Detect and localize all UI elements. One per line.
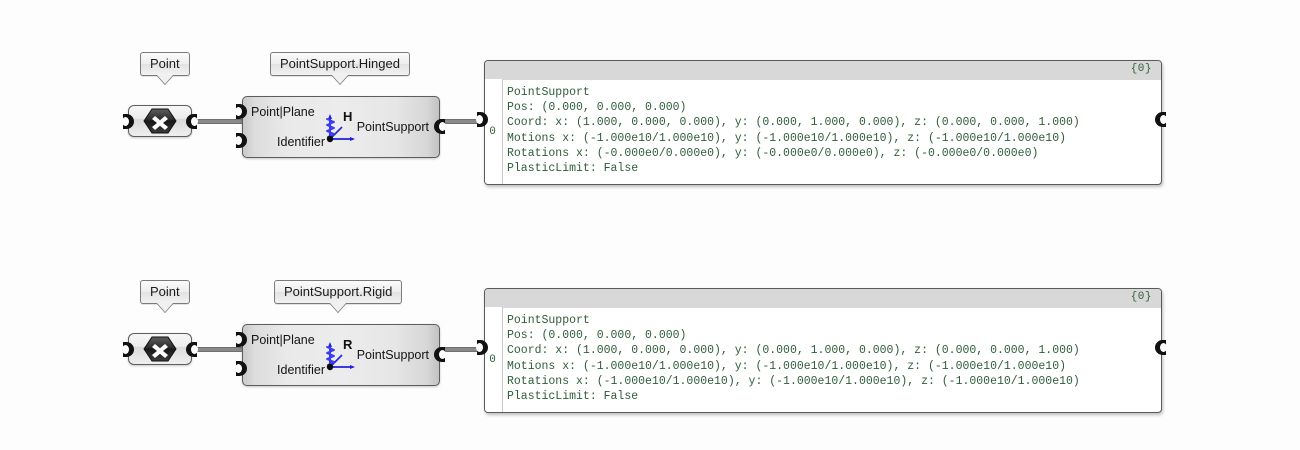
panel-text-body: PointSupport Pos: (0.000, 0.000, 0.000) … bbox=[507, 307, 1157, 412]
input-label-identifier: Identifier bbox=[277, 134, 325, 149]
panel-line: Pos: (0.000, 0.000, 0.000) bbox=[507, 101, 687, 115]
component-output-port-pointsupport[interactable] bbox=[434, 119, 446, 134]
component-label-hinged: PointSupport.Hinged bbox=[270, 52, 410, 85]
point-param-output-port[interactable] bbox=[186, 114, 198, 129]
point-param-input-port[interactable] bbox=[122, 342, 134, 357]
panel-output-port[interactable] bbox=[1155, 112, 1167, 127]
wire-point-to-component[interactable] bbox=[190, 347, 242, 352]
point-param-label: Point bbox=[140, 280, 190, 313]
panel-line: PlasticLimit: False bbox=[507, 390, 639, 404]
definition-row-hinged: Point PointSupport.Hinged bbox=[0, 0, 1300, 210]
panel-line: PlasticLimit: False bbox=[507, 162, 639, 176]
panel-line: Coord: x: (1.000, 0.000, 0.000), y: (0.0… bbox=[507, 344, 1080, 358]
rigid-support-icon: R bbox=[323, 337, 357, 373]
input-label-point-plane: Point|Plane bbox=[251, 332, 315, 347]
component-input-port-identifier[interactable] bbox=[235, 133, 247, 148]
point-param-label-text: Point bbox=[150, 284, 180, 299]
panel-gutter: 0 bbox=[485, 79, 503, 184]
svg-text:R: R bbox=[343, 337, 353, 352]
panel-line: Pos: (0.000, 0.000, 0.000) bbox=[507, 329, 687, 343]
panel-row-index: 0 bbox=[489, 125, 496, 138]
panel-count-badge: {0} bbox=[1130, 63, 1152, 75]
point-param-component[interactable] bbox=[122, 333, 198, 365]
balloon-tail bbox=[156, 303, 173, 312]
component-input-port-identifier[interactable] bbox=[235, 361, 247, 376]
balloon-tail bbox=[331, 75, 348, 84]
hexagon-x-icon bbox=[143, 108, 177, 134]
wire-point-to-component[interactable] bbox=[190, 119, 242, 124]
balloon-tail bbox=[330, 303, 347, 312]
component-label-rigid-text: PointSupport.Rigid bbox=[284, 284, 393, 299]
point-param-output-port[interactable] bbox=[186, 342, 198, 357]
panel-line: Motions x: (-1.000e10/1.000e10), y: (-1.… bbox=[507, 131, 1066, 145]
definition-row-rigid: Point PointSupport.Rigid bbox=[0, 228, 1300, 438]
component-output-port-pointsupport[interactable] bbox=[434, 347, 446, 362]
balloon-tail bbox=[156, 75, 173, 84]
point-param-label: Point bbox=[140, 52, 190, 85]
panel-text-body: PointSupport Pos: (0.000, 0.000, 0.000) … bbox=[507, 79, 1157, 184]
point-param-label-text: Point bbox=[150, 56, 180, 71]
output-label-pointsupport: PointSupport bbox=[356, 120, 429, 134]
point-support-component-rigid[interactable]: Point|Plane Identifier R PointSupport bbox=[235, 324, 446, 386]
point-param-input-port[interactable] bbox=[122, 114, 134, 129]
component-input-port-point-plane[interactable] bbox=[235, 104, 247, 119]
panel-gutter: 0 bbox=[485, 307, 503, 412]
output-panel-rigid[interactable]: {0} 0 PointSupport Pos: (0.000, 0.000, 0… bbox=[484, 288, 1162, 413]
panel-input-port[interactable] bbox=[476, 112, 488, 127]
panel-line: PointSupport bbox=[507, 86, 590, 99]
wire-component-to-panel[interactable] bbox=[437, 347, 489, 352]
panel-line: Rotations x: (-1.000e10/1.000e10), y: (-… bbox=[507, 374, 1080, 388]
input-label-point-plane: Point|Plane bbox=[251, 104, 315, 119]
input-label-identifier: Identifier bbox=[277, 362, 325, 377]
panel-output-port[interactable] bbox=[1155, 340, 1167, 355]
output-label-pointsupport: PointSupport bbox=[356, 348, 429, 362]
panel-header: {0} bbox=[485, 289, 1161, 308]
component-input-labels: Point|Plane Identifier bbox=[251, 97, 325, 157]
component-label-rigid: PointSupport.Rigid bbox=[274, 280, 403, 313]
panel-line: Rotations x: (-0.000e0/0.000e0), y: (-0.… bbox=[507, 146, 1039, 160]
wire-component-to-panel[interactable] bbox=[437, 119, 489, 124]
panel-input-port[interactable] bbox=[476, 340, 488, 355]
hinged-support-icon: H bbox=[323, 109, 357, 145]
output-panel-hinged[interactable]: {0} 0 PointSupport Pos: (0.000, 0.000, 0… bbox=[484, 60, 1162, 185]
component-label-hinged-text: PointSupport.Hinged bbox=[280, 56, 400, 71]
svg-text:H: H bbox=[343, 109, 352, 124]
panel-count-badge: {0} bbox=[1130, 291, 1152, 303]
point-param-component[interactable] bbox=[122, 105, 198, 137]
component-input-port-point-plane[interactable] bbox=[235, 332, 247, 347]
panel-row-index: 0 bbox=[489, 353, 496, 366]
panel-header: {0} bbox=[485, 61, 1161, 80]
component-input-labels: Point|Plane Identifier bbox=[251, 325, 325, 385]
panel-line: Motions x: (-1.000e10/1.000e10), y: (-1.… bbox=[507, 359, 1066, 373]
panel-line: PointSupport bbox=[507, 314, 590, 327]
point-support-component-hinged[interactable]: Point|Plane Identifier H bbox=[235, 96, 446, 158]
panel-line: Coord: x: (1.000, 0.000, 0.000), y: (0.0… bbox=[507, 116, 1080, 130]
hexagon-x-icon bbox=[143, 336, 177, 362]
